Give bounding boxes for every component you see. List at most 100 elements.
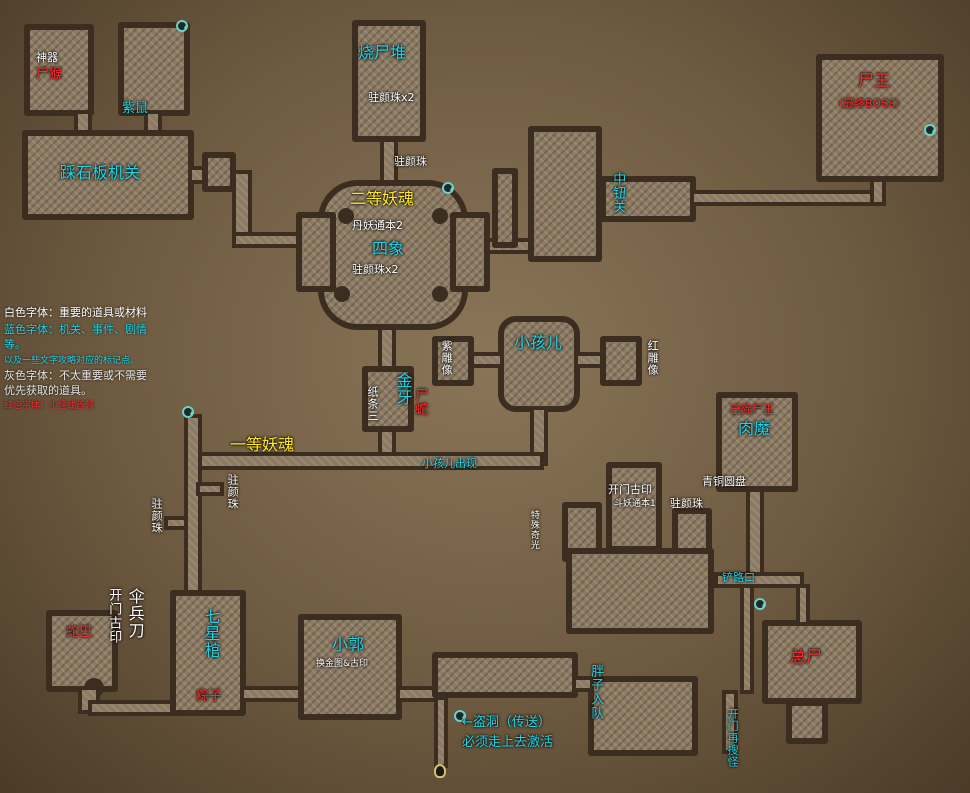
corridor-yideng xyxy=(184,452,544,470)
corridor-west-branch xyxy=(196,482,224,496)
room-qixingguan xyxy=(170,590,246,716)
room-sixiang-right xyxy=(450,212,490,292)
room-zhongdiao xyxy=(600,176,696,222)
label-kaimen-guyin-left: 开门古印 xyxy=(106,588,122,644)
label-sixiang: 四象 xyxy=(372,239,405,258)
teleport-icon[interactable] xyxy=(454,710,466,722)
label-huo-jinyin: 换金图&古印 xyxy=(316,659,369,669)
corridor-qianlukou-v xyxy=(740,584,754,694)
entrance-icon[interactable] xyxy=(434,764,446,778)
legend-red: 红色字体：小怪或首领 xyxy=(4,401,95,412)
corridor-zongshi-n xyxy=(796,584,810,626)
label-caishiban: 踩石板机关 xyxy=(60,163,141,182)
pillar-ne xyxy=(432,208,448,224)
room-lower-hall xyxy=(566,548,714,634)
map-legend: 白色字体：重要的道具或材料 蓝色字体：机关、事件、剧情等。 以及一些文字攻略对应… xyxy=(4,306,154,415)
teleport-icon[interactable] xyxy=(754,598,766,610)
label-xiangu: 蛇巴 xyxy=(66,625,93,640)
room-east-big xyxy=(528,126,602,262)
room-sixiang-left xyxy=(296,212,336,292)
label-kaimen-guyin-top: 开门古印 xyxy=(608,483,652,496)
legend-gray: 灰色字体：不太重要或不需要优先获取的道具。 xyxy=(4,368,147,397)
label-zhongdiao: 中钮关 xyxy=(610,172,626,214)
room-shenqi xyxy=(24,24,94,116)
label-zhuyan-x2-top: 驻颜珠x2 xyxy=(368,91,415,104)
label-qixingguan: 七星棺 xyxy=(201,608,221,659)
label-chuansong-sub: 必须走上去激活 xyxy=(462,735,554,750)
label-hongdiaoxiang: 红雕像 xyxy=(646,340,660,376)
label-qianlukou: 铲路口 xyxy=(722,571,755,584)
label-zidiaoxiang: 紫雕像 xyxy=(440,340,454,376)
corridor-to-shiwang xyxy=(690,190,886,206)
room-zongshi-south xyxy=(786,700,828,744)
room-ziyu xyxy=(118,22,190,116)
label-xiaohaier-exit: 小孩儿出现 xyxy=(422,457,477,470)
room-shiwang xyxy=(816,54,944,182)
label-zhuyan-x2-center: 驻颜珠x2 xyxy=(352,263,399,276)
room-pangzi xyxy=(588,676,698,756)
label-kaimen-liangpei: 开门再搜怪 xyxy=(726,708,740,768)
legend-cyan: 蓝色字体：机关、事件、剧情等。 xyxy=(4,322,147,351)
room-roumo xyxy=(716,392,798,492)
label-pangzi: 胖子入队 xyxy=(588,664,604,720)
teleport-icon[interactable] xyxy=(442,182,454,194)
label-qingtong: 青铜圆盘 xyxy=(702,475,746,488)
room-small-connector xyxy=(202,152,236,192)
teleport-icon[interactable] xyxy=(176,20,188,32)
room-xiaohaier xyxy=(498,316,580,412)
pillar-nw xyxy=(338,208,354,224)
label-yideng: 一等妖魂 xyxy=(230,435,295,454)
corridor-xiaohaier-west xyxy=(464,352,504,368)
label-chuansong: ←盗洞（传送） xyxy=(462,715,551,730)
room-zongshi xyxy=(762,620,862,704)
label-xiaoguo: 小郭 xyxy=(332,635,365,654)
room-bottom-mid xyxy=(432,652,578,698)
label-zongshi: 总尸 xyxy=(790,647,823,666)
pillar-se xyxy=(432,286,448,302)
label-zhuyan-center-top: 驻颜珠 xyxy=(394,155,427,168)
label-jinya: 金牙 xyxy=(393,372,413,406)
label-danyao: 丹妖通本2 xyxy=(352,219,403,232)
corridor-kaimen-v xyxy=(722,690,738,754)
legend-white: 白色字体：重要的道具或材料 xyxy=(4,306,147,319)
label-roumo-red: 已除尸王 xyxy=(730,403,774,416)
corridor-to-center-h xyxy=(232,232,312,248)
label-roumo: 肉魔 xyxy=(738,419,771,438)
corridor-xiangu-east xyxy=(88,700,178,716)
label-zhuyan-left2: 驻颜珠 xyxy=(150,498,164,534)
teleport-icon[interactable] xyxy=(182,406,194,418)
label-shenqi: 神器 xyxy=(36,51,58,64)
label-xiaohaier: 小孩儿 xyxy=(514,333,563,352)
pillar-sw xyxy=(334,286,350,302)
corridor-west-branch2 xyxy=(164,516,188,530)
corridor-qianlukou xyxy=(714,572,804,588)
teleport-icon[interactable] xyxy=(924,124,936,136)
room-shaoshidui xyxy=(352,20,426,142)
room-xiaoguo xyxy=(298,614,402,720)
label-zhuyan-left1: 驻颜珠 xyxy=(226,474,240,510)
label-zhisan: 纸条三 xyxy=(366,386,380,422)
corridor-to-center xyxy=(232,170,252,240)
corridor-center-south xyxy=(378,326,396,372)
label-ziyu: 紫鼠 xyxy=(122,101,149,116)
label-xieyao-tongben: 斗妖通本1 xyxy=(614,499,656,509)
label-shiwang-sub: （最终BOSS） xyxy=(832,97,906,110)
corridor-pangzi xyxy=(572,676,594,692)
room-hongdiaoxiang xyxy=(600,336,642,386)
label-tefeng: 特殊奇光 xyxy=(528,510,539,550)
room-east-small xyxy=(492,168,518,248)
label-shiwang: 尸王 xyxy=(858,71,891,90)
label-shaoshidui: 烧尸堆 xyxy=(358,43,407,62)
label-zongzi: 粽子 xyxy=(196,689,223,704)
corridor-bottom-entry xyxy=(434,696,448,768)
room-zidiaoxiang xyxy=(432,336,474,386)
corridor-qixing-east xyxy=(240,686,306,702)
label-sanbingdao: 伞兵刀 xyxy=(125,588,145,639)
legend-cyan-small: 以及一些文字攻略对应的标记点。 xyxy=(4,355,140,366)
label-jinya-red: 尸蛇 xyxy=(412,388,428,416)
corridor-west-v xyxy=(184,414,202,596)
label-shihou: 尸猴 xyxy=(36,67,63,82)
label-erdeng: 二等妖魂 xyxy=(350,189,415,208)
label-zhuyan-right: 驻颜珠 xyxy=(670,497,703,510)
